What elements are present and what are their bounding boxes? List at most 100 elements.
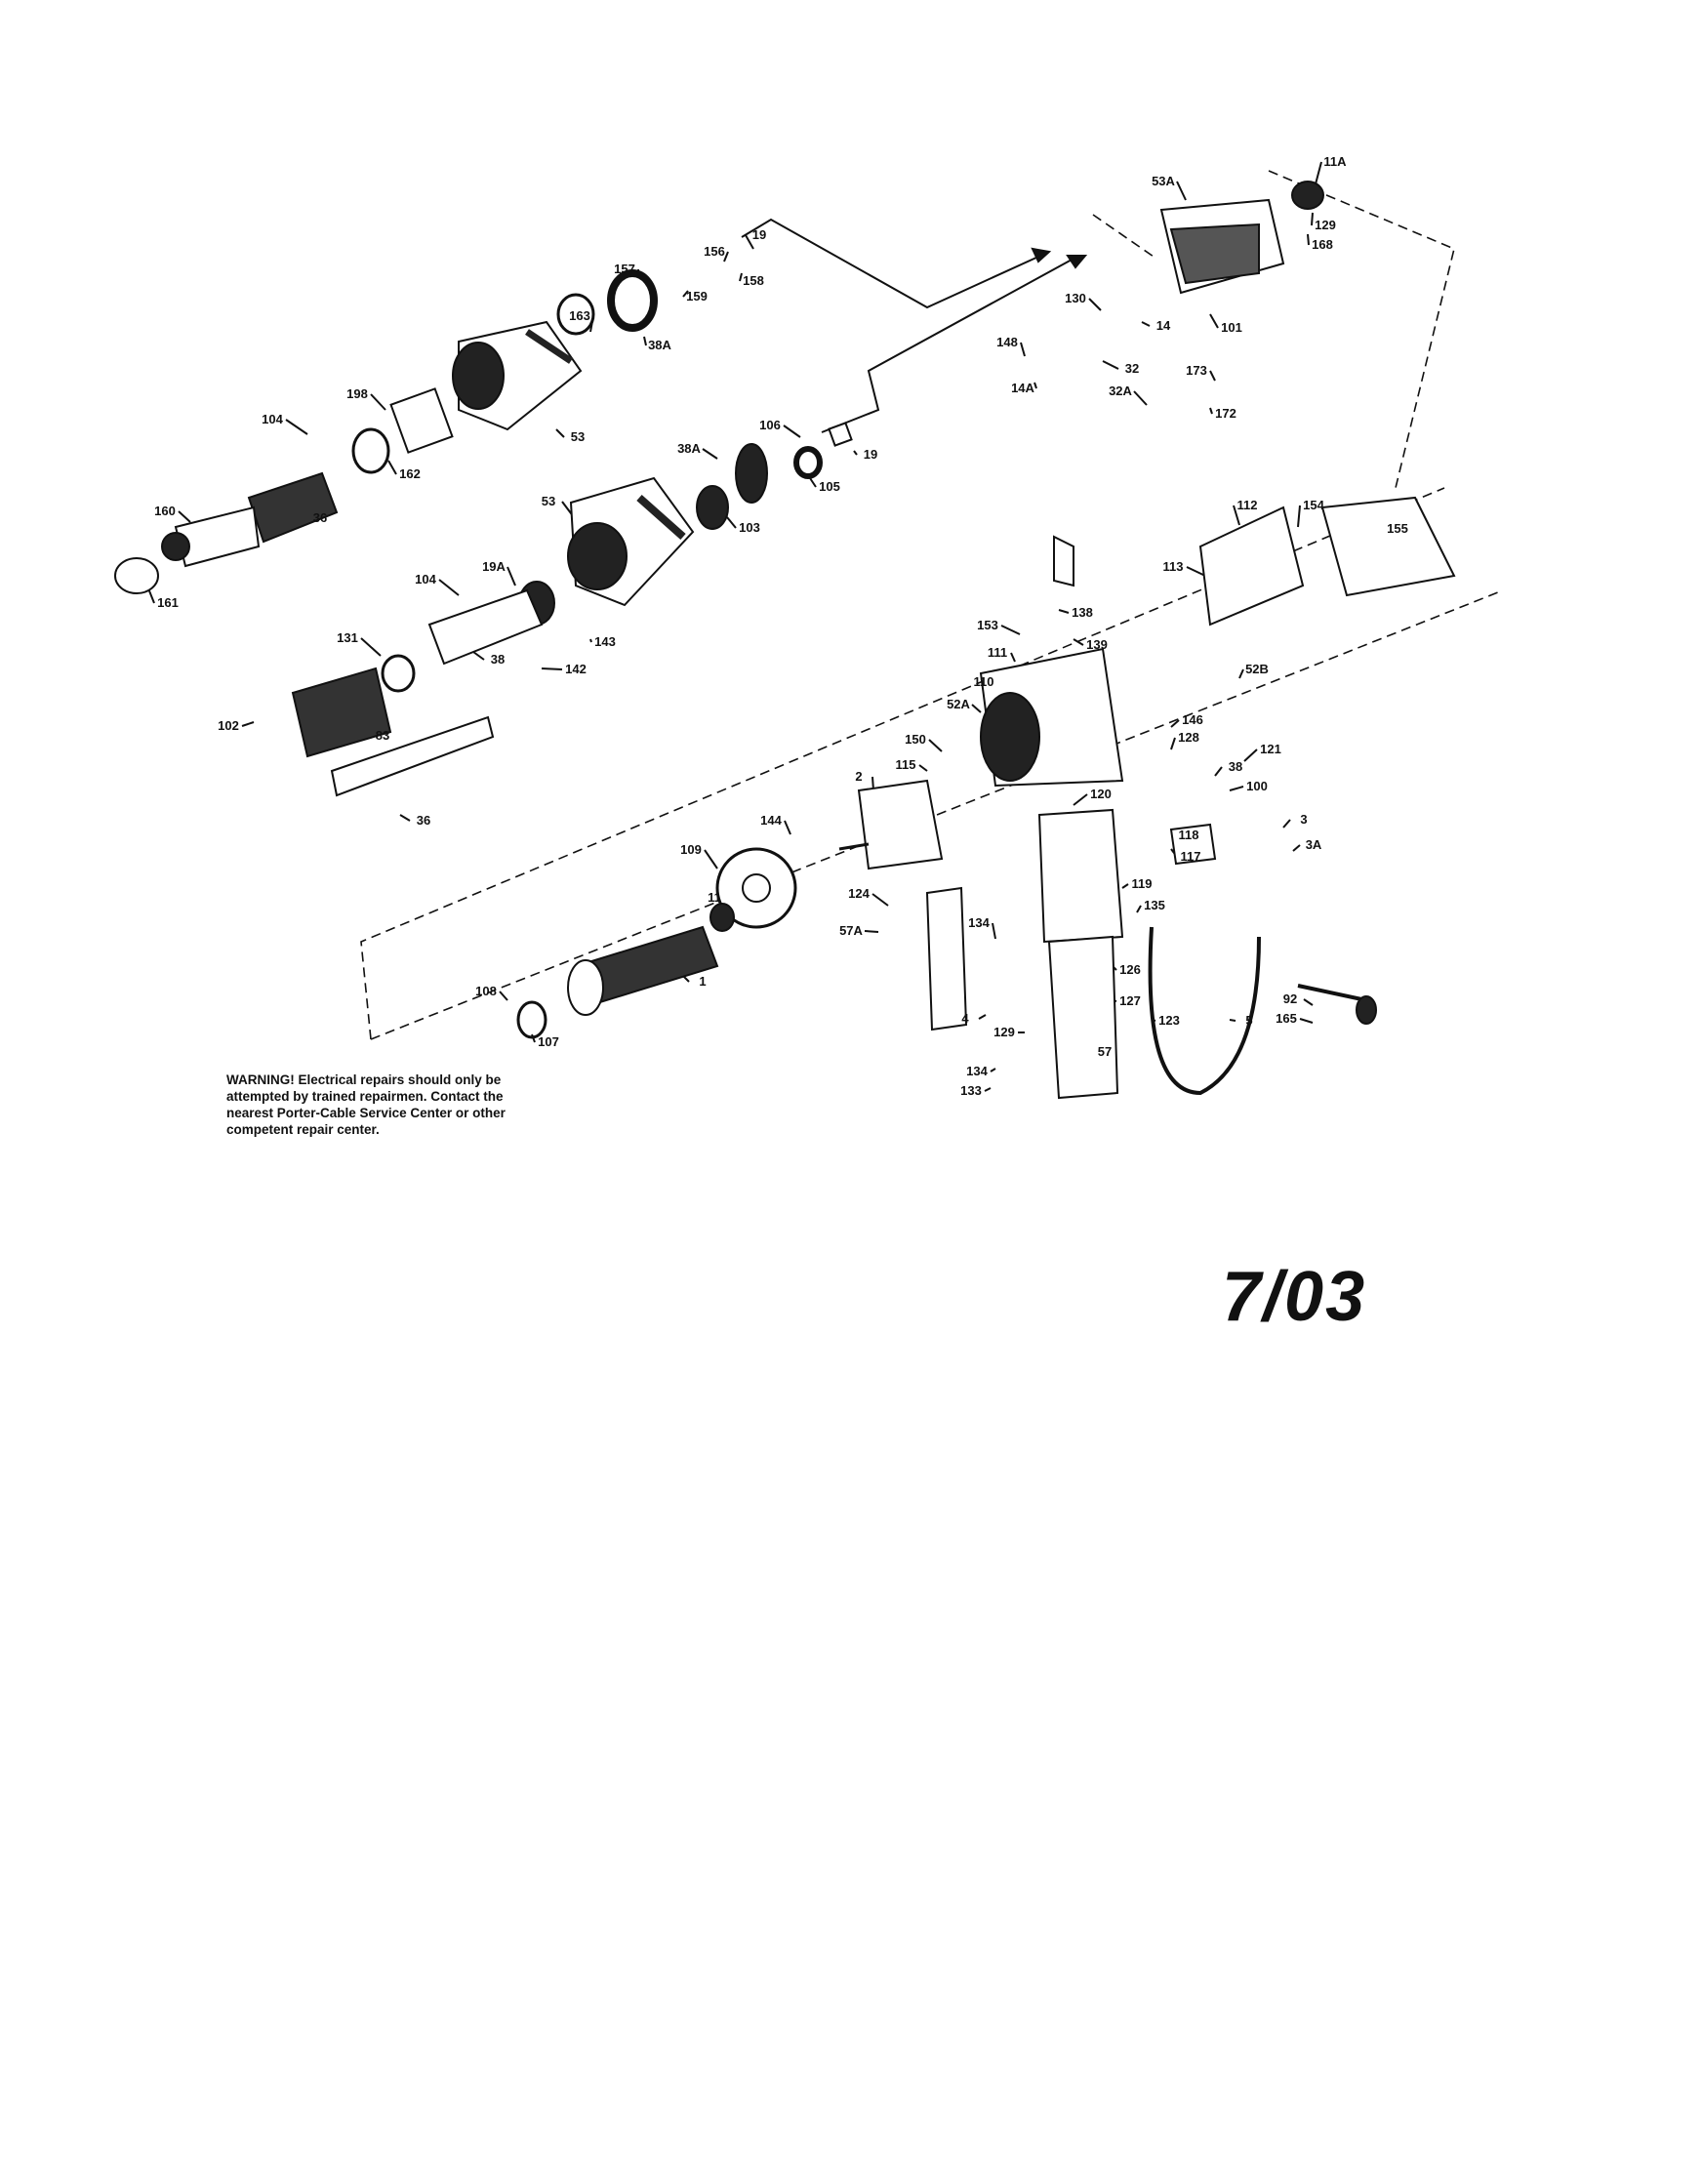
leader-line xyxy=(1209,407,1213,415)
part-label: 113 xyxy=(1163,559,1184,574)
part-label: 53 xyxy=(542,494,555,508)
leader-line xyxy=(1170,737,1176,750)
part-label: 124 xyxy=(848,886,870,901)
leader-line xyxy=(745,234,754,250)
cord xyxy=(1148,926,1261,1096)
leader-line xyxy=(1209,370,1216,382)
leader-line xyxy=(1243,748,1258,762)
part-label: 158 xyxy=(743,273,764,288)
leader-line xyxy=(1229,786,1244,791)
leader-line xyxy=(1297,505,1301,528)
leader-line xyxy=(783,425,801,438)
leader-line xyxy=(499,991,508,1001)
housing-bore-2 xyxy=(567,522,628,590)
part-label: 108 xyxy=(475,984,497,998)
part-label: 1 xyxy=(699,974,706,989)
part-label: 172 xyxy=(1215,406,1236,421)
leader-line xyxy=(1010,652,1016,663)
part-label: 155 xyxy=(1387,521,1408,536)
chuck-key xyxy=(330,715,495,797)
leader-line xyxy=(178,510,191,523)
warning-note: WARNING! Electrical repairs should only … xyxy=(226,1072,506,1137)
leader-line xyxy=(1000,625,1021,635)
part-label: 38A xyxy=(648,338,671,352)
chuck-nut xyxy=(114,557,159,594)
brush-holder xyxy=(1053,535,1074,587)
part-label: 142 xyxy=(565,662,587,676)
part-label: 101 xyxy=(1221,320,1242,335)
spindle-shaft xyxy=(174,506,261,568)
leader-lines xyxy=(145,161,1416,1092)
part-label: 38A xyxy=(677,441,701,456)
chuck xyxy=(291,667,392,758)
bearing xyxy=(607,269,658,332)
part-label: 36 xyxy=(417,813,430,828)
part-label: 121 xyxy=(1260,742,1281,756)
part-label: 19A xyxy=(482,559,506,574)
leader-line xyxy=(1186,566,1206,577)
bearing-cap xyxy=(1291,181,1324,210)
leader-line xyxy=(1229,1019,1236,1022)
part-label: 159 xyxy=(686,289,708,303)
part-label: 83 xyxy=(376,728,389,743)
leader-line xyxy=(1102,360,1119,370)
spindle xyxy=(247,471,339,544)
leader-line xyxy=(1020,342,1026,357)
handle xyxy=(1047,935,1119,1100)
part-label: 38 xyxy=(1229,759,1242,774)
part-label: 156 xyxy=(704,244,725,259)
part-label: 161 xyxy=(157,595,179,610)
part-label: 133 xyxy=(960,1083,982,1098)
leader-line xyxy=(438,579,460,596)
part-label: 123 xyxy=(1158,1013,1180,1028)
retaining-ring-2 xyxy=(351,427,390,474)
part-label: 117 xyxy=(1181,849,1201,864)
part-label: 110 xyxy=(974,674,994,689)
screw xyxy=(838,842,870,851)
leader-line xyxy=(1073,638,1084,646)
leader-line xyxy=(541,667,563,670)
handle-half xyxy=(925,886,968,1031)
leader-line xyxy=(704,849,718,870)
part-label: 138 xyxy=(1072,605,1093,620)
leader-line xyxy=(990,1068,996,1072)
leader-line xyxy=(555,428,565,438)
retaining-ring xyxy=(556,293,595,336)
part-label: 14A xyxy=(1011,381,1034,395)
part-label: 4 xyxy=(961,1011,969,1026)
part-label: 112 xyxy=(1237,498,1258,512)
part-label: 19 xyxy=(752,227,766,242)
leader-line xyxy=(1214,766,1223,777)
leader-line xyxy=(1307,233,1310,246)
leader-line xyxy=(784,820,791,835)
leader-line xyxy=(918,764,928,772)
part-label: 3 xyxy=(1300,812,1307,827)
part-label: 120 xyxy=(1090,787,1112,801)
part-label: 32 xyxy=(1125,361,1139,376)
part-label: 92 xyxy=(1283,991,1297,1006)
leader-line xyxy=(370,393,386,411)
leader-line xyxy=(1238,668,1244,679)
leader-line xyxy=(1282,819,1291,829)
part-label: 146 xyxy=(1182,712,1203,727)
part-label: 32A xyxy=(1109,384,1132,398)
washer xyxy=(793,446,823,479)
part-label: 102 xyxy=(218,718,239,733)
part-label: 52A xyxy=(947,697,970,711)
part-label: 103 xyxy=(739,520,760,535)
part-label: 36 xyxy=(313,510,327,525)
leader-line xyxy=(928,739,943,752)
leader-line xyxy=(1209,313,1219,329)
leader-line xyxy=(399,814,411,822)
motor-housing-bore xyxy=(980,692,1040,782)
part-label: 5 xyxy=(1245,1013,1252,1028)
part-label: 157 xyxy=(614,262,635,276)
gear xyxy=(735,443,768,504)
part-label: 129 xyxy=(1315,218,1336,232)
part-label: 165 xyxy=(1276,1011,1297,1026)
part-label: 38 xyxy=(491,652,505,667)
housing-rib-2 xyxy=(636,495,686,540)
leader-line xyxy=(1303,998,1314,1006)
leader-line xyxy=(1073,793,1088,806)
